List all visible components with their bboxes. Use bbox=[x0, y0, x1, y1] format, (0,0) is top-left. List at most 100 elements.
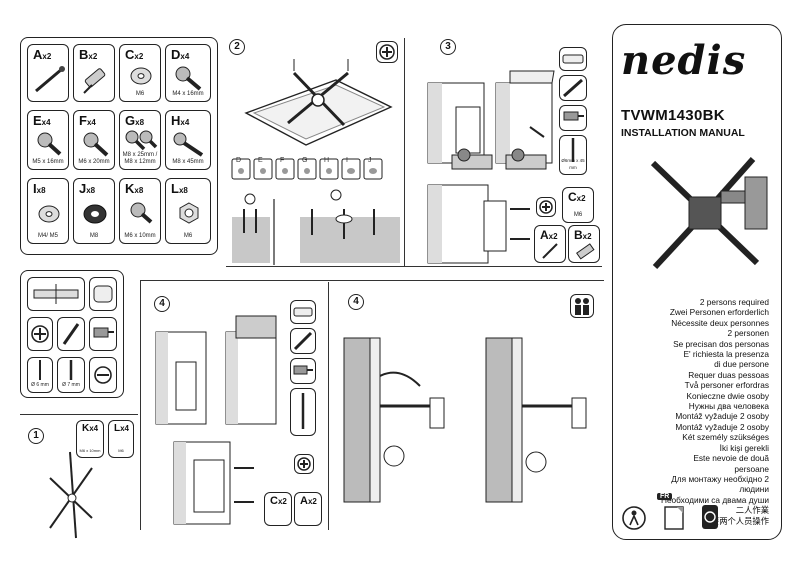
part-qty: x2 bbox=[576, 194, 586, 203]
persons-required-list: 2 persons required Zwei Personen erforde… bbox=[569, 297, 769, 526]
screwdriver-phillips-icon bbox=[294, 454, 314, 474]
part-k: Kx8 M6 x 10mm bbox=[119, 178, 161, 244]
step-number: 4 bbox=[154, 296, 170, 312]
persons-required-line: Нужны два человека bbox=[688, 401, 769, 412]
persons-required-line: 需要两个人员操作 bbox=[702, 515, 769, 526]
persons-required-line: 2 personen bbox=[727, 328, 769, 339]
hex-nut-icon bbox=[179, 202, 199, 224]
part-letter: C bbox=[568, 190, 577, 204]
persons-required-line: Två personer erfordras bbox=[684, 380, 769, 391]
parts-list-panel: Ax2 Bx2 Cx2 M6 Dx4 M4 x 16mm Ex4 M5 x 16… bbox=[20, 37, 218, 255]
part-ref: D bbox=[236, 157, 242, 164]
part-g: Gx8 M8 x 25mm / M8 x 12mm bbox=[119, 110, 161, 170]
drill-bit-spec: Ø6mm x 45 mm bbox=[561, 158, 585, 170]
divider bbox=[140, 280, 141, 530]
part-ref: F bbox=[280, 157, 285, 164]
part-qty: x4 bbox=[180, 118, 190, 127]
wood-screw-icon bbox=[35, 66, 65, 93]
drill-icon bbox=[89, 317, 117, 351]
recycle-bin-icon bbox=[702, 505, 718, 529]
persons-required-line: Montáž vyžaduje 2 osoby bbox=[675, 411, 769, 422]
manual-title: INSTALLATION MANUAL bbox=[621, 127, 745, 139]
model-number: TVWM1430BK bbox=[621, 107, 725, 124]
part-c-ref: Cx2 bbox=[264, 492, 292, 526]
two-persons-icon bbox=[570, 294, 594, 318]
part-qty: x2 bbox=[277, 497, 287, 506]
bolt-icon bbox=[83, 132, 109, 157]
persons-required-line: E' richiesta la presenza bbox=[683, 349, 769, 360]
part-qty: x4 bbox=[120, 424, 130, 433]
part-l: Lx8 M6 bbox=[165, 178, 211, 244]
part-qty: x4 bbox=[86, 118, 96, 127]
step-number: 1 bbox=[28, 428, 44, 444]
part-b: Bx2 bbox=[73, 44, 115, 102]
persons-required-line: Két személy szükséges bbox=[682, 432, 769, 443]
persons-required-line: Необходими са двама души bbox=[660, 494, 769, 505]
part-spec: M6 x 20mm bbox=[78, 159, 110, 165]
bolt-icon bbox=[37, 132, 62, 156]
drill-icon bbox=[290, 358, 316, 384]
step-number: 2 bbox=[229, 39, 245, 55]
thick-washer-icon bbox=[83, 204, 107, 224]
part-e: Ex4 M5 x 16mm bbox=[27, 110, 69, 170]
persons-required-line: 2 persons required bbox=[699, 297, 769, 307]
persons-required-line: Este nevoie de două bbox=[693, 453, 769, 464]
fr-badge: FR bbox=[657, 493, 673, 500]
part-spec: M8 x 45mm bbox=[172, 159, 204, 165]
part-qty: x8 bbox=[86, 186, 96, 195]
part-letter: I bbox=[33, 181, 37, 196]
drill-bit-7mm-icon: Ø 7 mm bbox=[57, 357, 85, 393]
part-letter: A bbox=[33, 47, 43, 62]
persons-required-line: persoane bbox=[734, 463, 769, 474]
washer-icon bbox=[130, 67, 152, 85]
persons-required-line: Konieczne dwie osoby bbox=[686, 390, 769, 401]
part-spec: M6 bbox=[118, 448, 124, 453]
part-ref: H bbox=[324, 157, 330, 164]
step-number: 4 bbox=[348, 294, 364, 310]
part-letter: B bbox=[79, 47, 89, 62]
divider bbox=[328, 282, 329, 530]
part-j: Jx8 M8 bbox=[73, 178, 115, 244]
part-letter: A bbox=[300, 495, 308, 507]
persons-required-line: Montáž vyžaduje 2 osoby bbox=[675, 421, 769, 432]
part-spec: M6 x 10mm bbox=[79, 448, 101, 453]
step-2-parts-row: D E F G H I J bbox=[230, 157, 383, 183]
persons-required-line: Nécessite deux personnes bbox=[671, 317, 769, 328]
part-qty: x8 bbox=[36, 186, 46, 195]
part-qty: x4 bbox=[89, 424, 99, 433]
step-4a-section: 4 Cx2 Ax2 bbox=[142, 284, 326, 532]
hang-tv-illustration bbox=[343, 337, 587, 503]
arm-assembly-illustration bbox=[49, 451, 93, 539]
part-qty: x8 bbox=[134, 186, 144, 195]
part-spec: M6 bbox=[573, 212, 583, 218]
part-b-ref: Bx2 bbox=[568, 225, 600, 263]
divider bbox=[20, 414, 138, 415]
drill-size: Ø 7 mm bbox=[62, 382, 80, 388]
screwdriver-phillips-icon bbox=[376, 41, 398, 63]
part-spec: M4 x 16mm bbox=[172, 91, 204, 97]
drill-icon bbox=[559, 105, 587, 131]
step-4b-section: 4 bbox=[330, 284, 602, 532]
drill-bit-6mm-icon: Ø 6 mm bbox=[27, 357, 53, 393]
part-qty: x8 bbox=[178, 186, 188, 195]
part-letter: A bbox=[540, 228, 549, 242]
step-3-section: 3 Ø6mm x 45 mm Cx2 M6 Ax2 Bx2 bbox=[408, 37, 606, 269]
bolt-pair-icon bbox=[125, 130, 158, 151]
part-qty: x2 bbox=[548, 232, 558, 241]
level-tool-icon bbox=[559, 47, 587, 71]
persons-required-line: Для монтажу необхідно 2 bbox=[671, 473, 769, 484]
drill-size: Ø 6 mm bbox=[31, 382, 49, 388]
wall-plug-icon bbox=[83, 68, 106, 94]
paper-icon bbox=[664, 506, 684, 530]
drill-bit-icon bbox=[290, 388, 316, 436]
brand-logo: nedis bbox=[621, 37, 747, 84]
part-letter: G bbox=[125, 113, 136, 128]
part-letter: C bbox=[270, 495, 278, 507]
part-letter: H bbox=[171, 113, 181, 128]
part-a: Ax2 bbox=[27, 44, 69, 102]
part-letter: F bbox=[79, 113, 87, 128]
part-spec: M4/ M5 bbox=[37, 233, 58, 239]
tv-mount-product-image bbox=[650, 157, 768, 270]
persons-required-line: 二人作業 bbox=[735, 505, 769, 516]
part-qty: x2 bbox=[307, 497, 317, 506]
